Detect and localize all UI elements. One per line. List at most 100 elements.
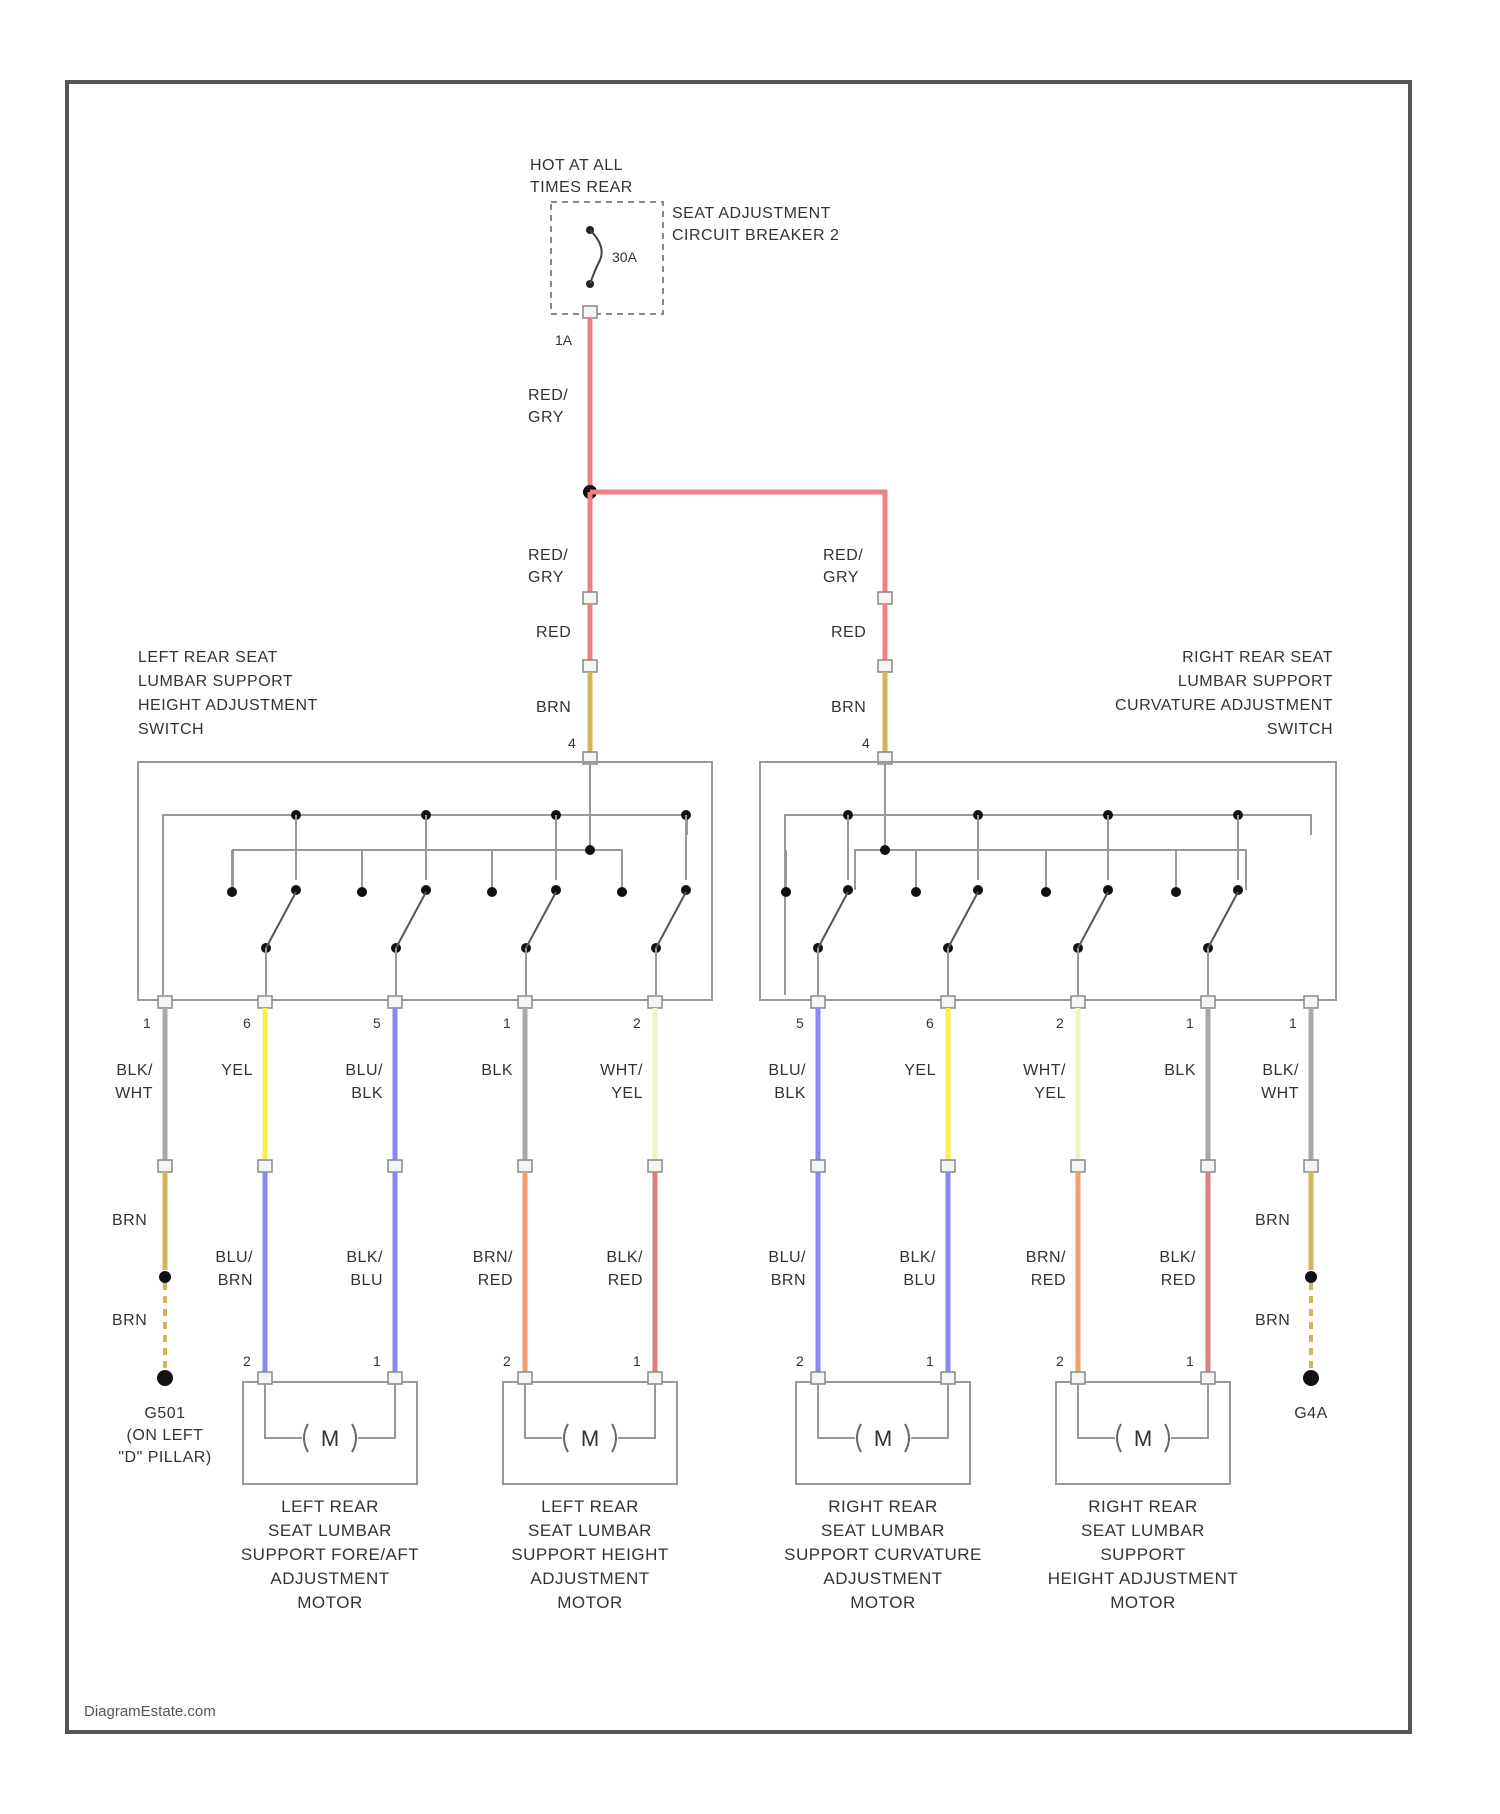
wire-color-label: BLK/ xyxy=(346,1249,383,1266)
right-ground-wire-label-2: BRN xyxy=(1255,1312,1290,1329)
pin-label: 1 xyxy=(1289,1015,1297,1031)
pin-label: 1 xyxy=(503,1015,511,1031)
wire-color-label: YEL xyxy=(1034,1085,1066,1102)
left-feed-wire-label-1: RED/ xyxy=(528,547,568,564)
svg-text:SWITCH: SWITCH xyxy=(138,721,204,738)
wire-color-label: RED xyxy=(608,1272,643,1289)
wire-color-label: WHT/ xyxy=(600,1062,643,1079)
pin-label: 1 xyxy=(1186,1015,1194,1031)
source-credit: DiagramEstate.com xyxy=(84,1703,216,1720)
left-feed-wire-label-mid: RED xyxy=(536,624,571,641)
wire-color-label: BLK/ xyxy=(1262,1062,1299,1079)
motor-caption: RIGHT REAR xyxy=(1088,1497,1198,1516)
motor-pin: 2 xyxy=(243,1353,251,1369)
switch-contact xyxy=(781,887,791,897)
breaker-label-line1: SEAT ADJUSTMENT xyxy=(672,205,831,222)
motor-caption: ADJUSTMENT xyxy=(823,1569,942,1588)
motor-caption: SUPPORT CURVATURE xyxy=(784,1545,982,1564)
wire-color-label: BRN/ xyxy=(473,1249,513,1266)
motor-caption: MOTOR xyxy=(557,1593,622,1612)
ground-right-icon xyxy=(1303,1370,1319,1386)
svg-text:HEIGHT ADJUSTMENT: HEIGHT ADJUSTMENT xyxy=(138,697,318,714)
pin-label: 5 xyxy=(373,1015,381,1031)
motor-caption: RIGHT REAR xyxy=(828,1497,938,1516)
wire-color-label: BLU/ xyxy=(768,1249,806,1266)
right-feed-pin: 4 xyxy=(862,735,870,751)
motor-icon: M xyxy=(581,1426,599,1451)
right-ground-label: G4A xyxy=(1294,1405,1328,1422)
right-ground-wire-label: BRN xyxy=(1255,1212,1290,1229)
motor-caption: SUPPORT HEIGHT xyxy=(511,1545,669,1564)
wire-color-label: BLK/ xyxy=(1159,1249,1196,1266)
motor-icon: M xyxy=(874,1426,892,1451)
motor-caption: LEFT REAR xyxy=(541,1497,639,1516)
wire-color-label: WHT xyxy=(115,1085,153,1102)
wire-color-label: RED xyxy=(478,1272,513,1289)
motor-caption: MOTOR xyxy=(850,1593,915,1612)
motor-pin: 1 xyxy=(1186,1353,1194,1369)
motor-pin: 1 xyxy=(633,1353,641,1369)
wire-color-label: BRN xyxy=(218,1272,253,1289)
main-feed-wire-label-1: RED/ xyxy=(528,387,568,404)
wire-color-label: BLK xyxy=(351,1085,383,1102)
svg-text:LEFT REAR SEAT: LEFT REAR SEAT xyxy=(138,649,278,666)
main-feed-wire-label-2: GRY xyxy=(528,409,564,426)
breaker-label-line2: CIRCUIT BREAKER 2 xyxy=(672,227,839,244)
wire-color-label: RED xyxy=(1031,1272,1066,1289)
wire-color-label: BLK xyxy=(774,1085,806,1102)
left-feed-wire-label-2: GRY xyxy=(528,569,564,586)
motor-pin: 1 xyxy=(373,1353,381,1369)
wire-color-label: YEL xyxy=(904,1062,936,1079)
wire-color-label: YEL xyxy=(611,1085,643,1102)
wire-color-label: BLK/ xyxy=(116,1062,153,1079)
switch-contact xyxy=(1171,887,1181,897)
left-feed-wire-label-low: BRN xyxy=(536,699,571,716)
motor-caption: SEAT LUMBAR xyxy=(528,1521,652,1540)
motor-caption: SEAT LUMBAR xyxy=(268,1521,392,1540)
switch-contact xyxy=(487,887,497,897)
motor-caption: MOTOR xyxy=(1110,1593,1175,1612)
wire-color-label: BLK/ xyxy=(899,1249,936,1266)
left-ground-wire-label: BRN xyxy=(112,1212,147,1229)
left-ground-label-3: "D" PILLAR) xyxy=(118,1449,211,1466)
wire-color-label: BLU xyxy=(903,1272,936,1289)
switch-contact xyxy=(227,887,237,897)
motor-caption: ADJUSTMENT xyxy=(270,1569,389,1588)
wire-color-label: BLU/ xyxy=(345,1062,383,1079)
breaker-pin: 1A xyxy=(555,332,573,348)
pin-label: 1 xyxy=(143,1015,151,1031)
motor-pin: 2 xyxy=(1056,1353,1064,1369)
breaker-rating: 30A xyxy=(612,249,638,265)
pin-label: 2 xyxy=(633,1015,641,1031)
wire-color-label: BRN/ xyxy=(1026,1249,1066,1266)
motor-caption: SUPPORT xyxy=(1100,1545,1185,1564)
pin-label: 6 xyxy=(243,1015,251,1031)
motor-caption: ADJUSTMENT xyxy=(530,1569,649,1588)
switch-contact xyxy=(617,887,627,897)
right-feed-wire-label-mid: RED xyxy=(831,624,866,641)
motor-pin: 1 xyxy=(926,1353,934,1369)
left-ground-label-1: G501 xyxy=(144,1405,185,1422)
svg-text:RIGHT REAR SEAT: RIGHT REAR SEAT xyxy=(1182,649,1333,666)
motor-icon: M xyxy=(321,1426,339,1451)
motor-caption: SEAT LUMBAR xyxy=(821,1521,945,1540)
motor-caption: SUPPORT FORE/AFT xyxy=(241,1545,419,1564)
wire-color-label: BLK xyxy=(1164,1062,1196,1079)
pin-label: 6 xyxy=(926,1015,934,1031)
motor-caption: LEFT REAR xyxy=(281,1497,379,1516)
svg-text:LUMBAR SUPPORT: LUMBAR SUPPORT xyxy=(1178,673,1333,690)
wire-color-label: BLK/ xyxy=(606,1249,643,1266)
motor-caption: SEAT LUMBAR xyxy=(1081,1521,1205,1540)
wire-color-label: YEL xyxy=(221,1062,253,1079)
left-ground-label-2: (ON LEFT xyxy=(127,1427,204,1444)
switch-contact xyxy=(357,887,367,897)
motor-pin: 2 xyxy=(796,1353,804,1369)
svg-text:SWITCH: SWITCH xyxy=(1267,721,1333,738)
svg-text:CURVATURE ADJUSTMENT: CURVATURE ADJUSTMENT xyxy=(1115,697,1333,714)
hot-label-line1: HOT AT ALL xyxy=(530,157,623,174)
wire-color-label: BLU xyxy=(350,1272,383,1289)
left-ground-wire-label-2: BRN xyxy=(112,1312,147,1329)
pin-label: 2 xyxy=(1056,1015,1064,1031)
wire-color-label: BLU/ xyxy=(215,1249,253,1266)
